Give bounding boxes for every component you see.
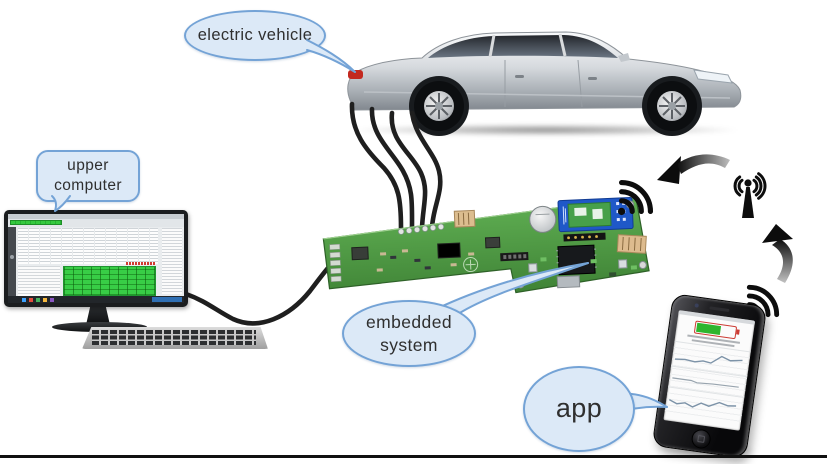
electric-vehicle-illustration — [347, 31, 742, 136]
bms-window-toolbar — [8, 219, 184, 227]
silkscreen-logo — [463, 257, 479, 273]
car-door-handle — [515, 75, 524, 78]
callout-upper-computer: upper computer — [36, 150, 140, 202]
callout-embedded-system-tail — [433, 262, 589, 315]
callout-upper-computer-label: upper computer — [54, 156, 122, 194]
pcb-left-pads — [329, 243, 342, 282]
keyboard-keys — [92, 330, 256, 345]
battery-gauge-tip — [735, 329, 740, 335]
car-headlight — [693, 69, 733, 84]
upper-computer-monitor — [4, 210, 188, 307]
cell-voltage-grid — [63, 266, 156, 296]
capacitor-vent — [535, 213, 550, 216]
smd-components — [528, 257, 637, 289]
antenna-icon — [733, 172, 767, 218]
phone-app-screen — [663, 310, 756, 431]
module-antenna-trace — [562, 206, 567, 225]
ic-chip — [437, 242, 461, 259]
bottom-border-line — [0, 455, 827, 458]
wireless-arrow-to-board-icon — [657, 154, 730, 184]
taskbar — [8, 296, 184, 303]
car-front-wheel — [642, 76, 702, 136]
electrolytic-capacitor — [529, 205, 557, 233]
sensor-cable-4 — [409, 110, 443, 231]
pcb-wifi-icon — [617, 179, 654, 216]
callout-electric-vehicle-tail — [306, 39, 356, 73]
header-connector — [453, 209, 476, 228]
battery-gauge-fill — [695, 322, 722, 336]
right-connector — [616, 234, 647, 254]
keyboard — [82, 327, 268, 349]
pcb-cable-pads — [397, 223, 445, 235]
bms-right-panel — [162, 228, 182, 294]
car-mirror — [618, 53, 630, 62]
car-door-handle — [588, 77, 597, 80]
callout-electric-vehicle: electric vehicle — [184, 10, 326, 61]
sensor-cable-3 — [389, 110, 428, 231]
sensor-cable-2 — [369, 106, 415, 231]
car-b-pillar — [488, 34, 496, 58]
app-chart-voltage — [671, 340, 751, 377]
car-door-line — [577, 59, 583, 108]
car-taillight — [348, 70, 363, 79]
monitor-screen — [8, 214, 184, 303]
car-rear-wheel — [409, 76, 469, 136]
sensor-cable-1 — [349, 101, 404, 231]
serial-cable — [183, 253, 343, 326]
bms-side-rail — [8, 227, 16, 296]
app-chart-temperature — [664, 386, 745, 422]
wireless-arrow-to-antenna-icon — [762, 224, 793, 283]
callout-embedded-system-label: embedded system — [366, 311, 452, 355]
bms-progress-bar — [10, 220, 62, 225]
taskbar-tray — [152, 297, 182, 302]
phone-camera-dot — [694, 303, 699, 308]
bms-data-table — [18, 228, 158, 264]
smd-passives — [376, 249, 475, 272]
callout-app: app — [523, 366, 635, 452]
car-windows — [428, 35, 618, 58]
smartphone — [651, 293, 768, 459]
car-c-pillar — [558, 33, 567, 57]
monitor-stand-neck — [86, 306, 110, 325]
callout-embedded-system: embedded system — [342, 300, 476, 367]
bms-parameter-list — [18, 266, 60, 296]
bms-alarm-text — [126, 262, 156, 265]
bms-window-titlebar — [8, 214, 184, 219]
ic-chip — [351, 246, 369, 261]
callout-app-label: app — [555, 393, 603, 424]
ic-chip — [484, 236, 501, 249]
pin-header — [563, 232, 606, 242]
app-chart-current — [668, 365, 748, 398]
callout-upper-computer-tail — [51, 195, 71, 212]
callout-electric-vehicle-label: electric vehicle — [197, 25, 313, 44]
socket-row — [500, 252, 529, 262]
